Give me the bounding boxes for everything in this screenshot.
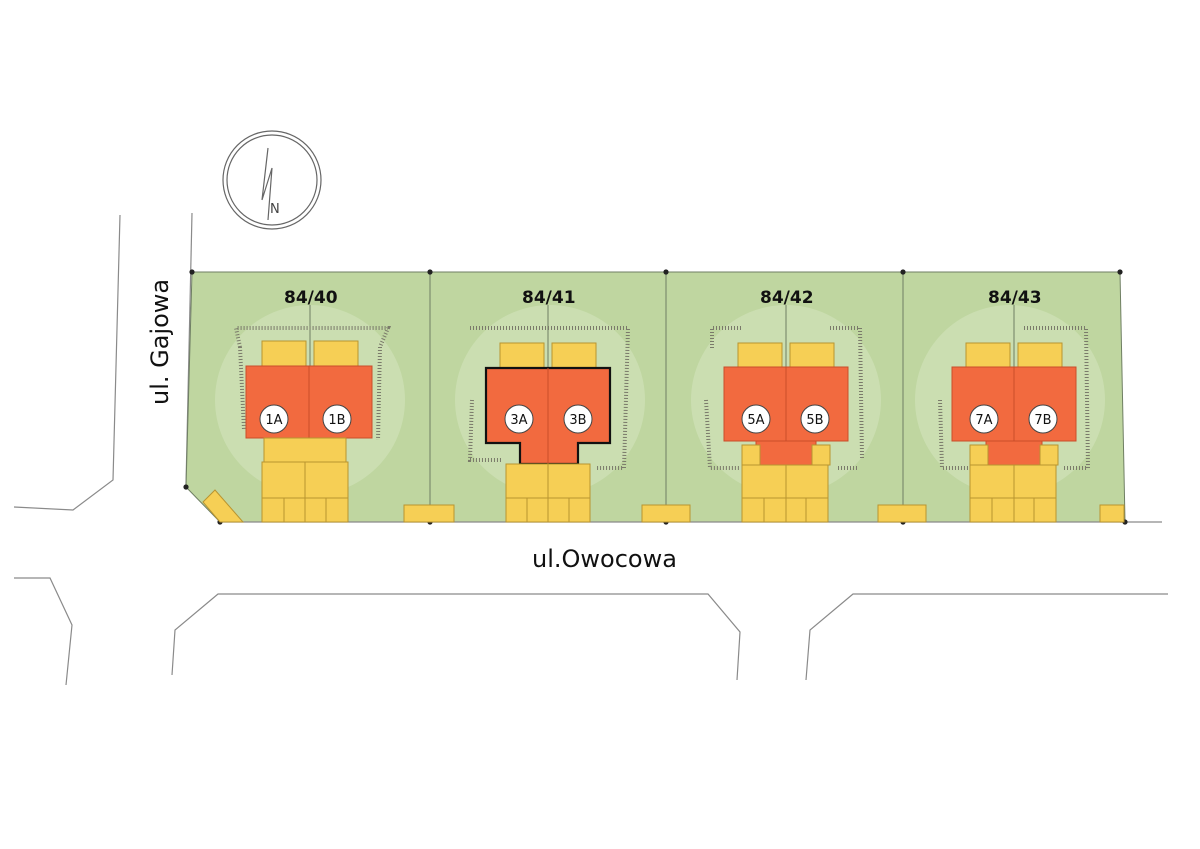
unit-1B[interactable]: 1B bbox=[322, 404, 352, 434]
street-label-gajowa: ul. Gajowa bbox=[146, 279, 174, 405]
svg-text:7A: 7A bbox=[975, 413, 992, 428]
unit-7B[interactable]: 7B bbox=[1028, 404, 1058, 434]
north-arrow: N bbox=[222, 130, 322, 230]
unit-3B[interactable]: 3B bbox=[563, 404, 593, 434]
plot-label-84-42: 84/42 bbox=[760, 288, 814, 308]
svg-text:5A: 5A bbox=[747, 413, 764, 428]
plot-84-40[interactable]: 84/40 1A 1B bbox=[202, 288, 455, 523]
plot-84-42[interactable]: 84/42 5A 5B bbox=[704, 288, 927, 523]
plot-84-41[interactable]: 84/41 3A 3B bbox=[467, 288, 691, 523]
street-label-owocowa: ul.Owocowa bbox=[532, 545, 677, 573]
svg-text:1A: 1A bbox=[265, 413, 282, 428]
unit-5A[interactable]: 5A bbox=[741, 404, 771, 434]
north-label: N bbox=[270, 202, 280, 217]
svg-text:1B: 1B bbox=[328, 413, 345, 428]
unit-5B[interactable]: 5B bbox=[800, 404, 830, 434]
svg-text:5B: 5B bbox=[806, 413, 823, 428]
unit-1A[interactable]: 1A bbox=[259, 404, 289, 434]
plot-84-43[interactable]: 84/43 7A 7B bbox=[938, 288, 1125, 523]
svg-text:3B: 3B bbox=[569, 413, 586, 428]
unit-3A[interactable]: 3A bbox=[504, 404, 534, 434]
plot-label-84-41: 84/41 bbox=[522, 288, 576, 308]
svg-text:7B: 7B bbox=[1034, 413, 1051, 428]
plot-label-84-40: 84/40 bbox=[284, 288, 338, 308]
unit-7A[interactable]: 7A bbox=[969, 404, 999, 434]
svg-text:3A: 3A bbox=[510, 413, 527, 428]
plot-label-84-43: 84/43 bbox=[988, 288, 1042, 308]
